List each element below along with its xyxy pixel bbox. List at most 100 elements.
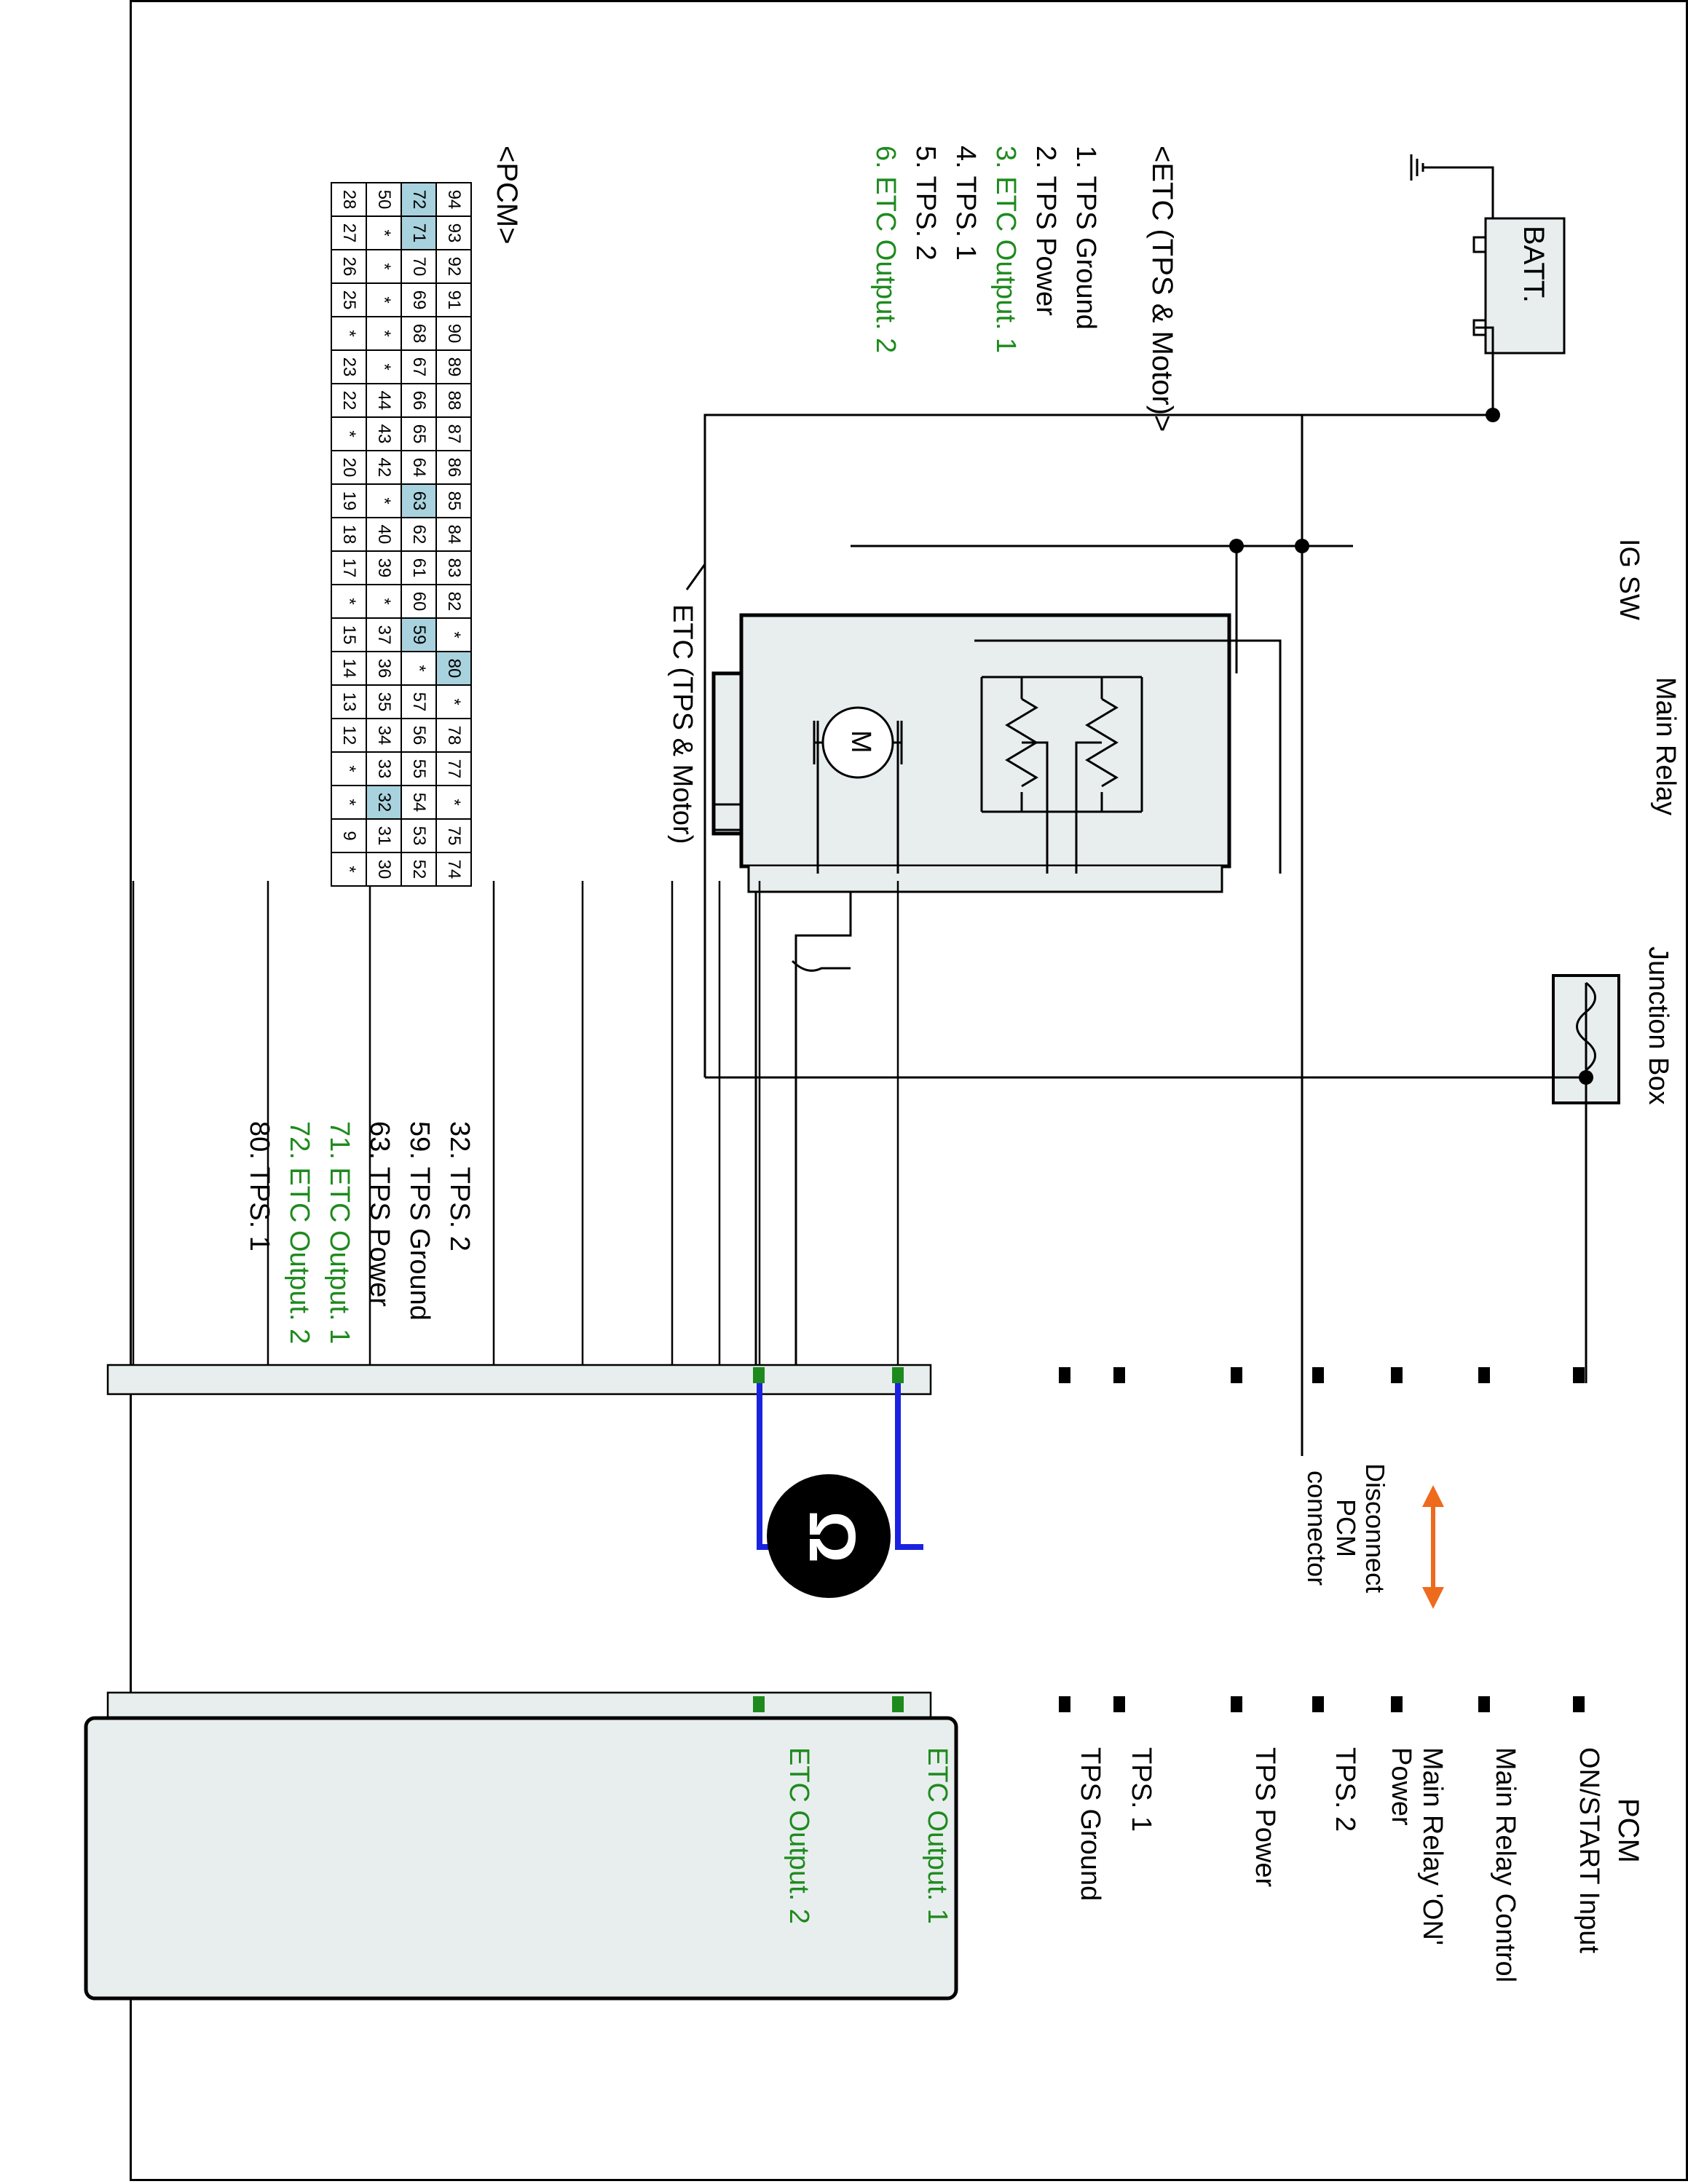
pcm-pin-cell: * xyxy=(401,652,436,685)
pcm-pin-cell: 26 xyxy=(331,250,366,283)
ig-switch-label: IG SW xyxy=(1614,539,1644,620)
pcm-pin-cell: 74 xyxy=(436,852,471,886)
pcm-legend-2: 59. TPS Ground xyxy=(404,1121,435,1321)
disconnect-label: Disconnect PCM connector xyxy=(1302,1463,1390,1594)
pcm-pin-cell: 72 xyxy=(401,183,436,216)
pcm-pin-cell: 78 xyxy=(436,719,471,752)
pcm-pin-cell: 63 xyxy=(401,484,436,518)
pcm-label: Main Relay Control xyxy=(1490,1747,1521,1983)
pcm-pin-cell: 30 xyxy=(366,852,401,886)
pcm-pin-cell: 80 xyxy=(436,652,471,685)
etc-legend-1: 1. TPS Ground xyxy=(1070,146,1101,330)
pcm-pin-cell: 12 xyxy=(331,719,366,752)
battery-wire xyxy=(1475,326,1494,415)
pcm-pin-cell: 25 xyxy=(331,283,366,317)
pcm-pin-cell: 90 xyxy=(436,317,471,350)
relay-label: Main Relay xyxy=(1650,677,1681,816)
pcm-label: Main Relay 'ON' Power xyxy=(1386,1747,1448,1946)
pcm-pin-cell: 94 xyxy=(436,183,471,216)
pcm-pin-cell: 31 xyxy=(366,819,401,852)
pcm-pin-cell: * xyxy=(366,216,401,250)
pcm-label: TPS Ground xyxy=(1075,1747,1105,1902)
pcm-pin-cell: 62 xyxy=(401,518,436,551)
pcm-pin-cell: 42 xyxy=(366,451,401,484)
ground-icon xyxy=(1410,154,1433,181)
pcm-pin-cell: 14 xyxy=(331,652,366,685)
pcm-pin-cell: 91 xyxy=(436,283,471,317)
pcm-pin-cell: 23 xyxy=(331,350,366,384)
pcm-connector-title: <PCM> xyxy=(491,146,523,245)
pcm-pin-cell: 75 xyxy=(436,819,471,852)
ohm-symbol: Ω xyxy=(795,1511,868,1564)
pcm-pin-cell: * xyxy=(436,786,471,819)
pcm-pin-cell: 84 xyxy=(436,518,471,551)
pcm-pin-cell: 60 xyxy=(401,585,436,618)
pcm-pin-cell: 69 xyxy=(401,283,436,317)
pcm-pin-cell: * xyxy=(331,585,366,618)
etc-connector-title: <ETC (TPS & Motor)> xyxy=(1146,146,1178,432)
pcm-pin-cell: * xyxy=(331,786,366,819)
pcm-pin-cell: 28 xyxy=(331,183,366,216)
etc-legend-6: 6. ETC Output. 2 xyxy=(870,146,901,354)
pcm-pin-cell: 66 xyxy=(401,384,436,417)
disconnect-line-2: PCM xyxy=(1331,1499,1361,1558)
pcm-pin-cell: 82 xyxy=(436,585,471,618)
pcm-label: ETC Output. 2 xyxy=(784,1747,814,1924)
pcm-pin-cell: 39 xyxy=(366,551,401,585)
pcm-pin-cell: 53 xyxy=(401,819,436,852)
pcm-pin-cell: * xyxy=(331,752,366,786)
pcm-pin-cell: 93 xyxy=(436,216,471,250)
pcm-pin-cell: 15 xyxy=(331,618,366,652)
etc-legend-3: 3. ETC Output. 1 xyxy=(990,146,1021,354)
ground-wire xyxy=(1433,166,1494,218)
pcm-legend-1: 32. TPS. 2 xyxy=(444,1121,475,1251)
pcm-pin-cell: 32 xyxy=(366,786,401,819)
pcm-pin-cell: 70 xyxy=(401,250,436,283)
pcm-pin-cell: 17 xyxy=(331,551,366,585)
pcm-pin-cell: * xyxy=(366,585,401,618)
pcm-pin-cell: * xyxy=(366,250,401,283)
ig-switch-lever xyxy=(685,563,706,590)
harness-connector xyxy=(106,1364,932,1396)
pcm-pin-cell: 88 xyxy=(436,384,471,417)
etc-legend-5: 5. TPS. 2 xyxy=(910,146,941,261)
pcm-pin-cell: 57 xyxy=(401,685,436,719)
pcm-pin-cell: 36 xyxy=(366,652,401,685)
pcm-connector-legend: 32. TPS. 2 59. TPS Ground 63. TPS Power … xyxy=(239,1121,479,1344)
pcm-legend-6: 80. TPS. 1 xyxy=(244,1121,275,1251)
pcm-pin-cell: 40 xyxy=(366,518,401,551)
pcm-pin-cell: 44 xyxy=(366,384,401,417)
etc-legend-4: 4. TPS. 1 xyxy=(950,146,981,261)
pcm-pin-cell: * xyxy=(366,484,401,518)
pcm-pin-cell: 33 xyxy=(366,752,401,786)
pcm-pin-cell: 64 xyxy=(401,451,436,484)
pcm-pin-cell: 54 xyxy=(401,786,436,819)
ohm-lead-1 xyxy=(895,1380,923,1550)
pcm-pin-cell: 92 xyxy=(436,250,471,283)
battery-body xyxy=(1484,217,1566,355)
pcm-pin-cell: 55 xyxy=(401,752,436,786)
pcm-pin-cell: 43 xyxy=(366,417,401,451)
pcm-pin-cell: * xyxy=(436,618,471,652)
junction-label: Junction Box xyxy=(1643,946,1673,1105)
pcm-pin-cell: 34 xyxy=(366,719,401,752)
pcm-pin-cell: 87 xyxy=(436,417,471,451)
pcm-pin-cell: * xyxy=(366,317,401,350)
pcm-pin-cell: * xyxy=(331,417,366,451)
pcm-box xyxy=(84,1716,958,2001)
pcm-pin-cell: 27 xyxy=(331,216,366,250)
pcm-pin-cell: 19 xyxy=(331,484,366,518)
pcm-pin-cell: 61 xyxy=(401,551,436,585)
pcm-pin-cell: 67 xyxy=(401,350,436,384)
etc-connector-legend: 1. TPS Ground 2. TPS Power 3. ETC Output… xyxy=(865,146,1105,353)
pcm-pin-cell: 89 xyxy=(436,350,471,384)
pcm-pin-cell: 85 xyxy=(436,484,471,518)
disconnect-line-1: Disconnect xyxy=(1360,1463,1390,1594)
pcm-pin-cell: 65 xyxy=(401,417,436,451)
